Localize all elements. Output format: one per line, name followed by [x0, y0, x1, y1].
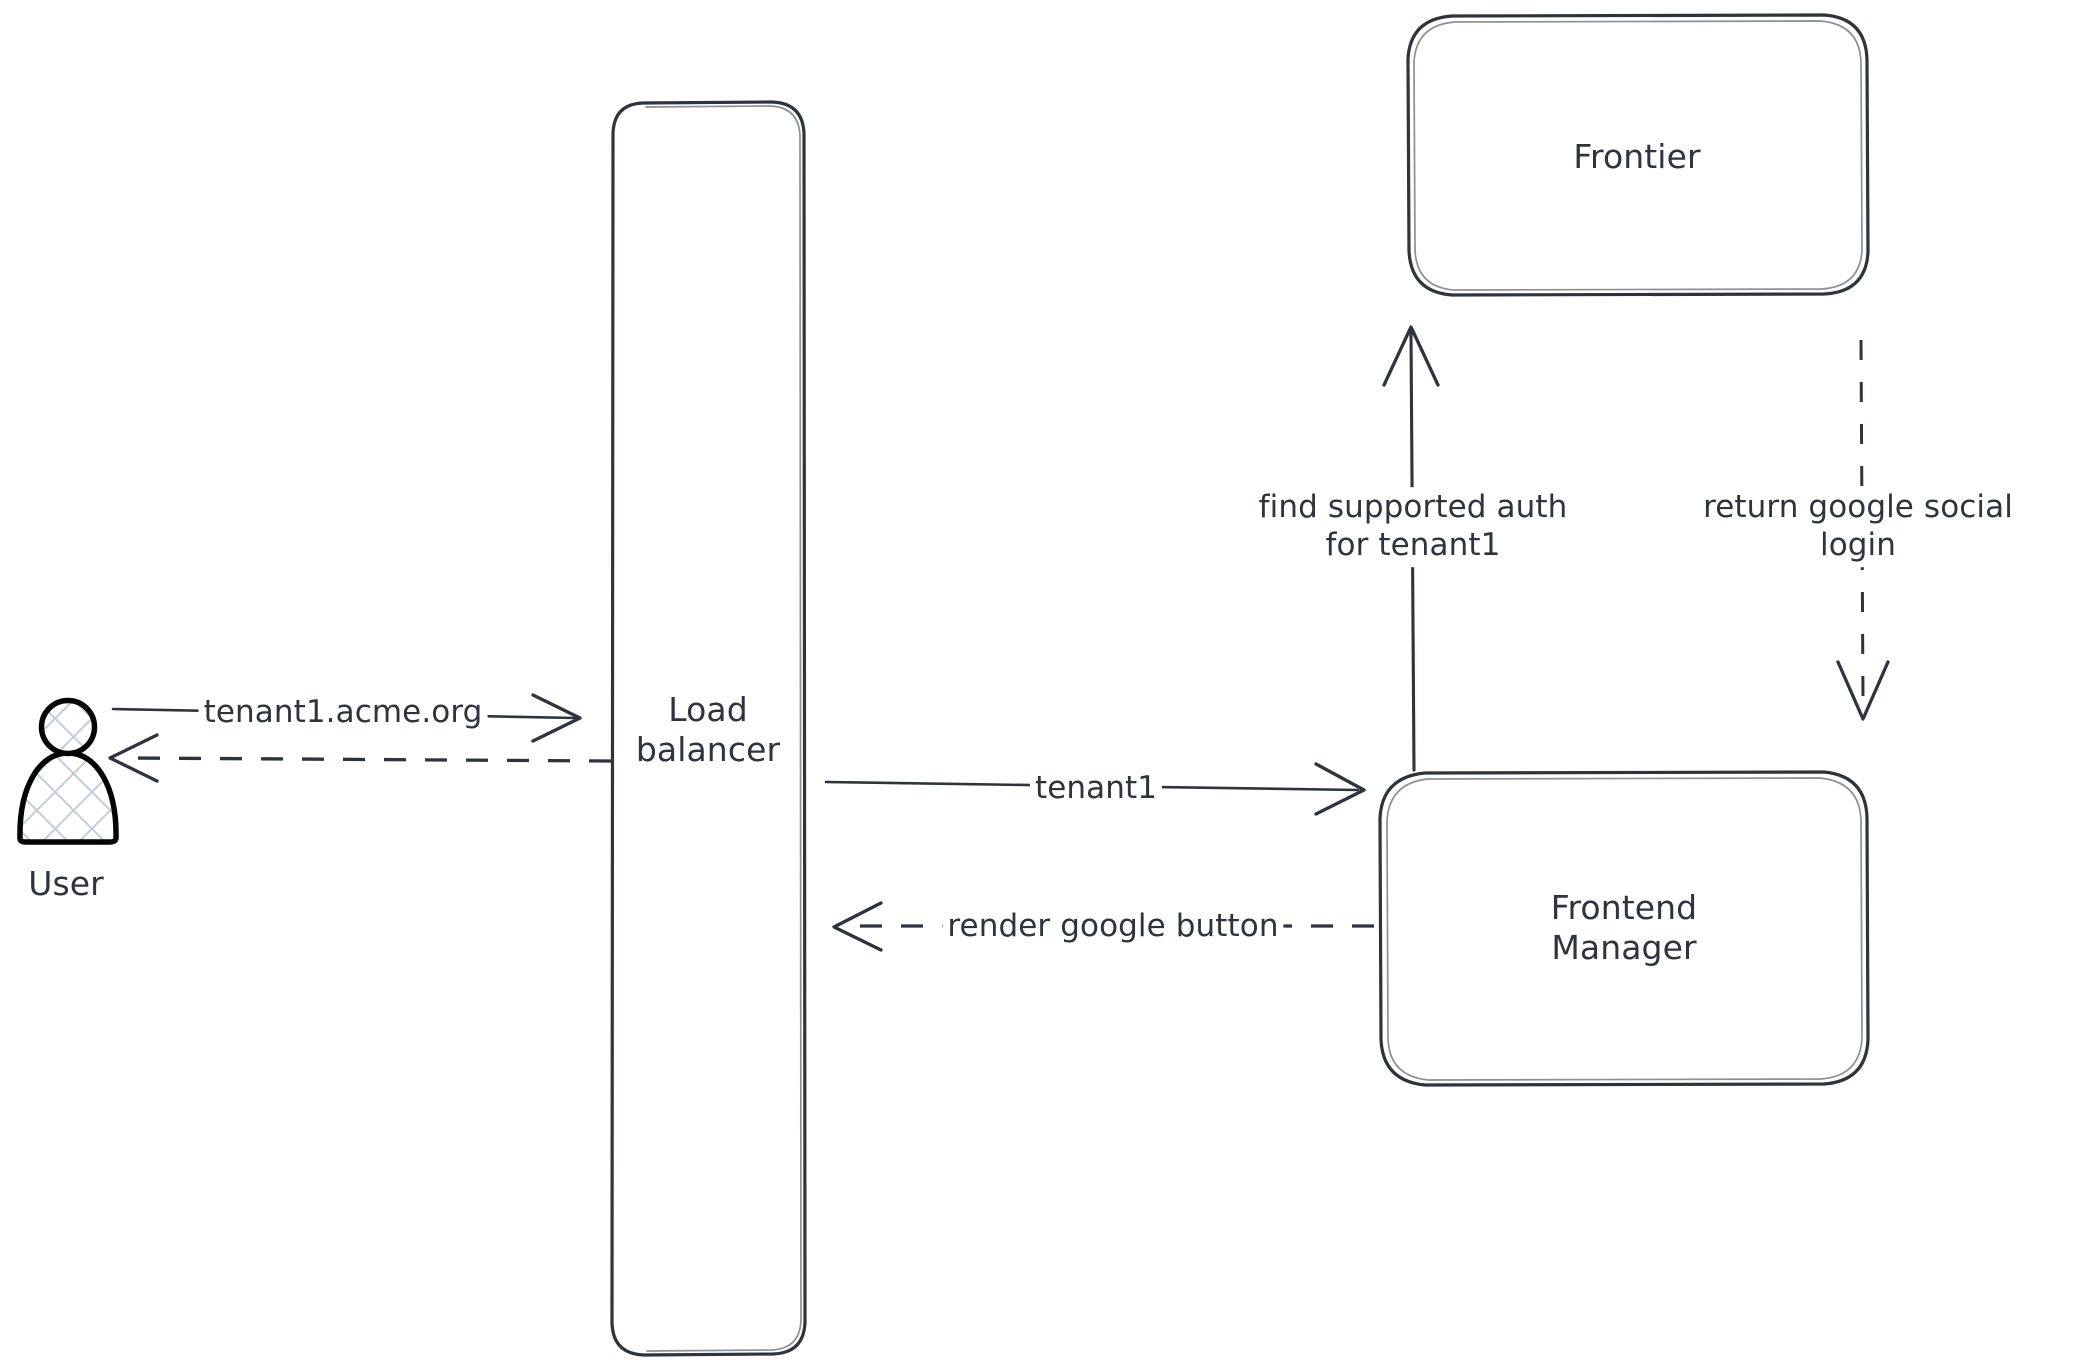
- frontend-manager-outline: [1378, 770, 1870, 1087]
- return-google-social-login-line2: login: [1819, 527, 1897, 563]
- edge-frontier-to-fm-arrowhead: [1836, 660, 1890, 721]
- return-google-social-login-line1: return google social: [1703, 489, 2013, 526]
- node-label-frontier: Frontier: [1573, 136, 1701, 176]
- load-balancer-label-line2: balancer: [635, 730, 781, 769]
- edge-label-render-google-button: render google button: [942, 908, 1284, 946]
- frontier-sketch-accent: [1413, 20, 1863, 291]
- node-frontend-manager[interactable]: [1378, 770, 1870, 1087]
- load-balancer-sketch-accent: [645, 105, 802, 1352]
- node-load-balancer[interactable]: [610, 100, 807, 1357]
- frontier-outline: [1406, 13, 1870, 297]
- frontend-manager-label-line2: Manager: [1551, 928, 1697, 967]
- edge-lb-to-user-line: [129, 756, 612, 763]
- edge-label-tenant1-acme-org: tenant1.acme.org: [198, 694, 488, 732]
- actor-head: [38, 697, 98, 757]
- find-supported-auth-line2: for tenant1: [1325, 527, 1501, 563]
- load-balancer-label-line1: Load: [668, 689, 748, 729]
- actor-body: [17, 750, 119, 845]
- load-balancer-outline: [610, 100, 807, 1357]
- edge-fm-to-frontier-arrowhead: [1382, 325, 1440, 387]
- edge-fm-to-lb-arrowhead: [832, 901, 883, 952]
- edge-label-tenant1: tenant1: [1029, 770, 1163, 808]
- frontend-manager-sketch-accent: [1386, 777, 1863, 1081]
- edge-user-to-lb-arrowhead: [531, 693, 582, 743]
- actor-label-user: User: [28, 863, 104, 903]
- edge-load-balancer-to-user[interactable]: [108, 733, 612, 783]
- find-supported-auth-line1: find supported auth: [1258, 489, 1568, 526]
- actor-user-figure[interactable]: [17, 697, 119, 845]
- node-frontier[interactable]: [1406, 13, 1870, 297]
- edge-lb-to-fm-arrowhead: [1314, 762, 1366, 816]
- frontend-manager-label-line1: Frontend: [1550, 887, 1698, 927]
- edge-lb-to-user-arrowhead: [108, 733, 159, 783]
